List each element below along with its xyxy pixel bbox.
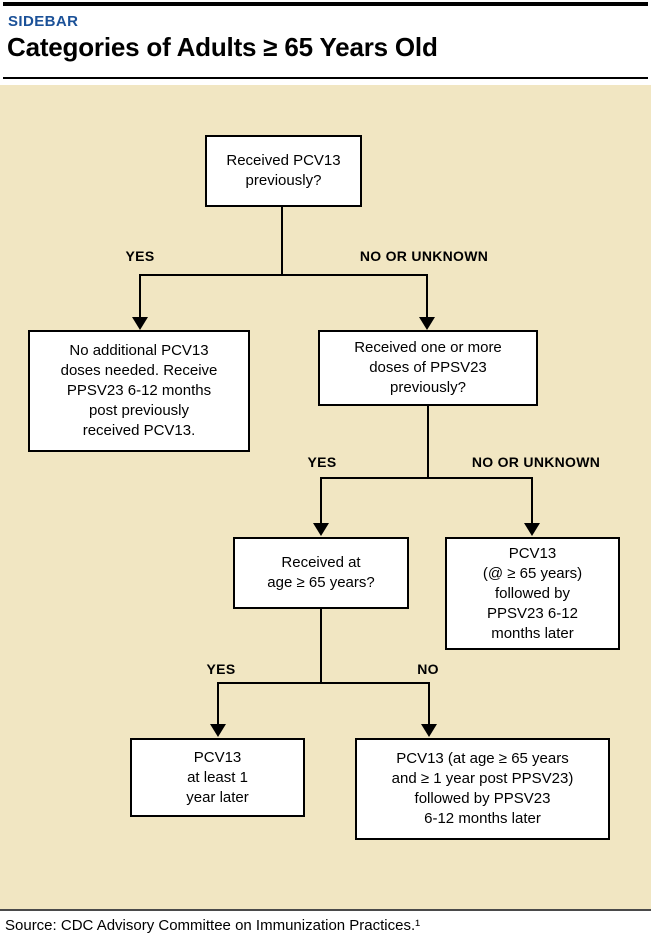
sidebar-kicker-label: SIDEBAR: [8, 13, 79, 30]
branch-label-yes-1: YES: [125, 248, 155, 264]
arrowhead-down-icon: [419, 317, 435, 330]
branch-label-yes-2: YES: [307, 454, 337, 470]
connector-line: [217, 682, 219, 726]
title-rule: [3, 77, 648, 79]
connector-line: [139, 274, 428, 276]
connector-line: [427, 406, 429, 479]
node-pcv13-post-ppsv23: PCV13 (at age ≥ 65 years and ≥ 1 year po…: [355, 738, 610, 840]
node-pcv13-one-year-later: PCV13 at least 1 year later: [130, 738, 305, 817]
source-note: Source: CDC Advisory Committee on Immuni…: [5, 917, 421, 934]
connector-line: [139, 274, 141, 319]
connector-line: [531, 477, 533, 525]
arrowhead-down-icon: [210, 724, 226, 737]
node-pcv13-at-65-then-ppsv23: PCV13 (@ ≥ 65 years) followed by PPSV23 …: [445, 537, 620, 650]
node-received-ppsv23: Received one or more doses of PPSV23 pre…: [318, 330, 538, 406]
branch-label-yes-3: YES: [206, 661, 236, 677]
node-no-additional-pcv13: No additional PCV13 doses needed. Receiv…: [28, 330, 250, 452]
connector-line: [217, 682, 430, 684]
connector-line: [281, 206, 283, 276]
connector-line: [426, 274, 428, 319]
node-received-at-age-65: Received at age ≥ 65 years?: [233, 537, 409, 609]
branch-label-no-unknown-1: NO OR UNKNOWN: [359, 248, 489, 264]
arrowhead-down-icon: [132, 317, 148, 330]
connector-line: [428, 682, 430, 726]
top-rule: [3, 2, 648, 6]
branch-label-no-3: NO: [417, 661, 439, 677]
connector-line: [320, 477, 533, 479]
branch-label-no-unknown-2: NO OR UNKNOWN: [471, 454, 601, 470]
arrowhead-down-icon: [524, 523, 540, 536]
arrowhead-down-icon: [313, 523, 329, 536]
connector-line: [320, 609, 322, 684]
arrowhead-down-icon: [421, 724, 437, 737]
page-title: Categories of Adults ≥ 65 Years Old: [7, 32, 438, 62]
node-received-pcv13: Received PCV13 previously?: [205, 135, 362, 207]
connector-line: [320, 477, 322, 525]
